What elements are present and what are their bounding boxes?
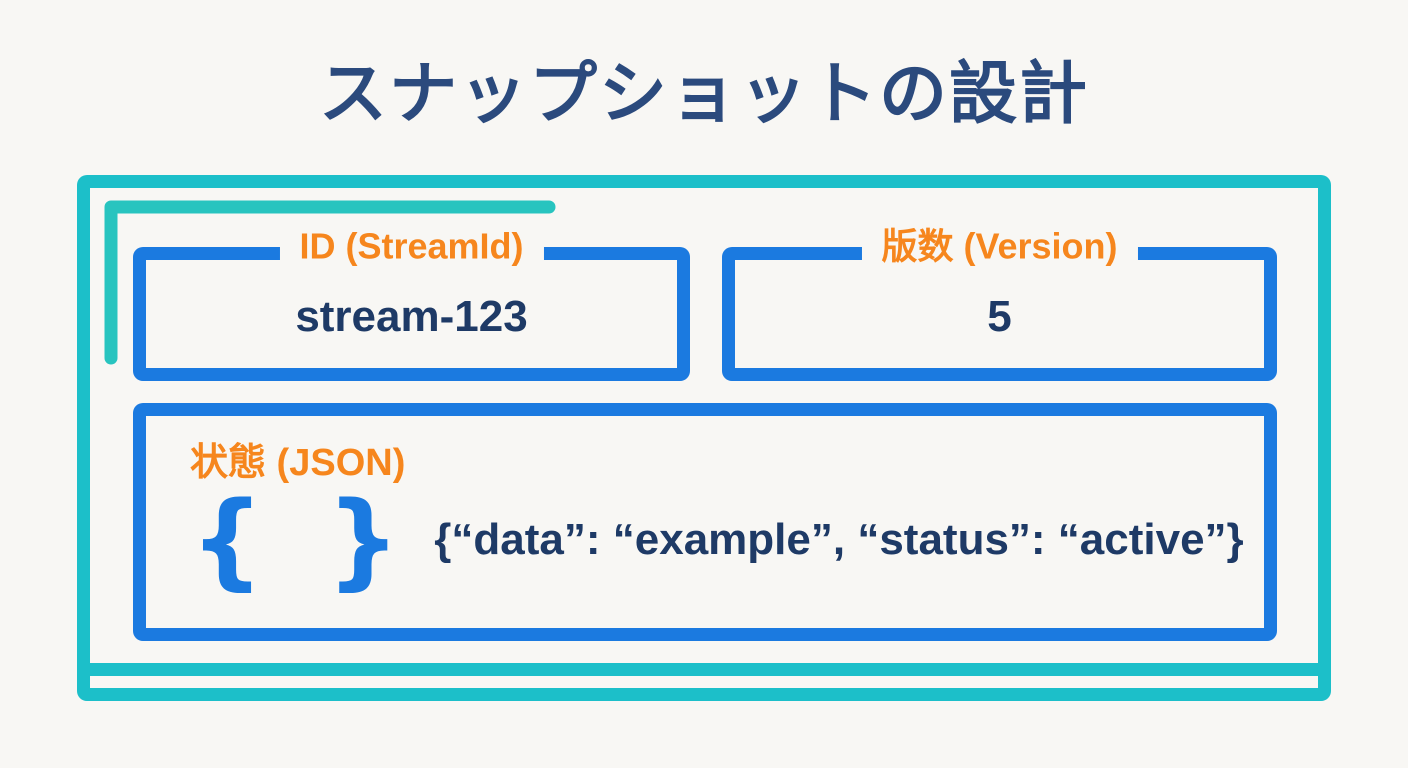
bottom-accent-line xyxy=(90,663,1318,676)
state-json-row: { } {“data”: “example”, “status”: “activ… xyxy=(190,488,1264,592)
snapshot-frame xyxy=(77,175,1331,701)
braces-icon: { } xyxy=(190,478,401,601)
state-json-box: 状態 (JSON) { } {“data”: “example”, “statu… xyxy=(133,403,1277,641)
page-title: スナップショットの設計 xyxy=(318,56,1089,132)
state-json-value: {“data”: “example”, “status”: “active”} xyxy=(434,514,1244,564)
version-box: 版数 (Version) 5 xyxy=(722,225,1277,381)
state-json-label: 状態 (JSON) xyxy=(190,442,406,484)
stream-id-box: ID (StreamId) stream-123 xyxy=(133,225,690,381)
stream-id-value: stream-123 xyxy=(295,292,528,341)
stream-id-label: ID (StreamId) xyxy=(279,225,544,267)
version-label: 版数 (Version) xyxy=(861,225,1138,267)
version-value: 5 xyxy=(987,292,1012,341)
